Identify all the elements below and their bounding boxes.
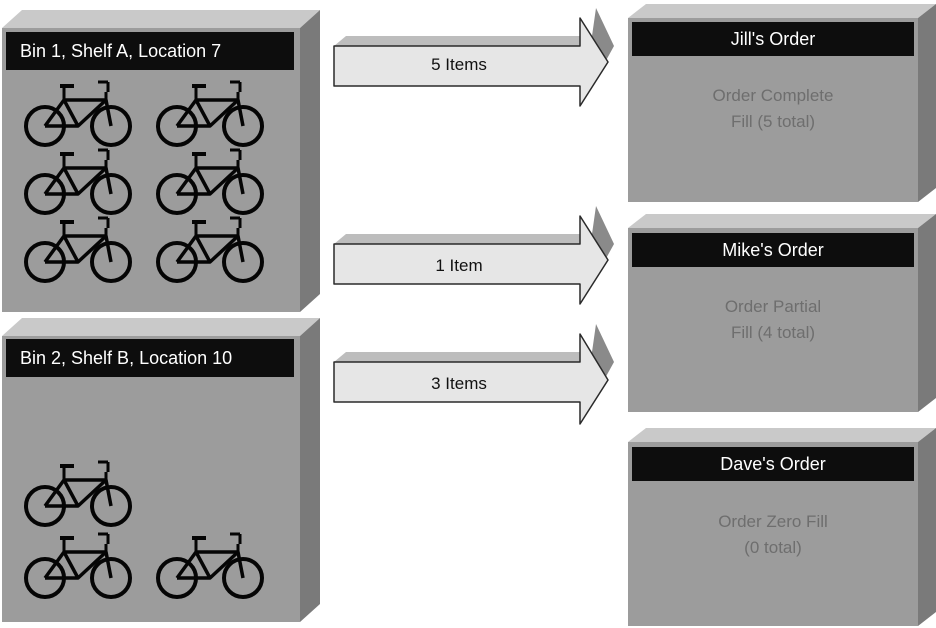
transfer-label-2: 1 Item — [435, 256, 483, 275]
order-status-jill: Order Complete Fill (5 total) — [632, 83, 914, 135]
bin-1-box — [2, 10, 320, 312]
transfer-arrow-3 — [333, 324, 614, 425]
order-status-line2: Fill (5 total) — [730, 112, 816, 131]
order-status-line2: (0 total) — [744, 538, 802, 557]
transfer-label-3: 3 Items — [431, 374, 487, 393]
order-status-dave: Order Zero Fill (0 total) — [632, 509, 914, 561]
order-title-jill: Jill's Order — [632, 22, 914, 56]
order-status-line1: Order Zero Fill — [718, 512, 828, 531]
order-title-dave: Dave's Order — [632, 447, 914, 481]
bin-2-label: Bin 2, Shelf B, Location 10 — [6, 339, 294, 377]
order-title-mike: Mike's Order — [632, 233, 914, 267]
transfer-arrow-2 — [333, 206, 614, 305]
bin-1-label: Bin 1, Shelf A, Location 7 — [6, 32, 294, 70]
bin-2-box — [2, 318, 320, 622]
transfer-arrow-1 — [333, 8, 614, 107]
transfer-label-1: 5 Items — [431, 55, 487, 74]
order-status-line1: Order Partial — [724, 297, 822, 316]
order-status-line1: Order Complete — [712, 86, 834, 105]
order-status-mike: Order Partial Fill (4 total) — [632, 294, 914, 346]
order-status-line2: Fill (4 total) — [730, 323, 816, 342]
